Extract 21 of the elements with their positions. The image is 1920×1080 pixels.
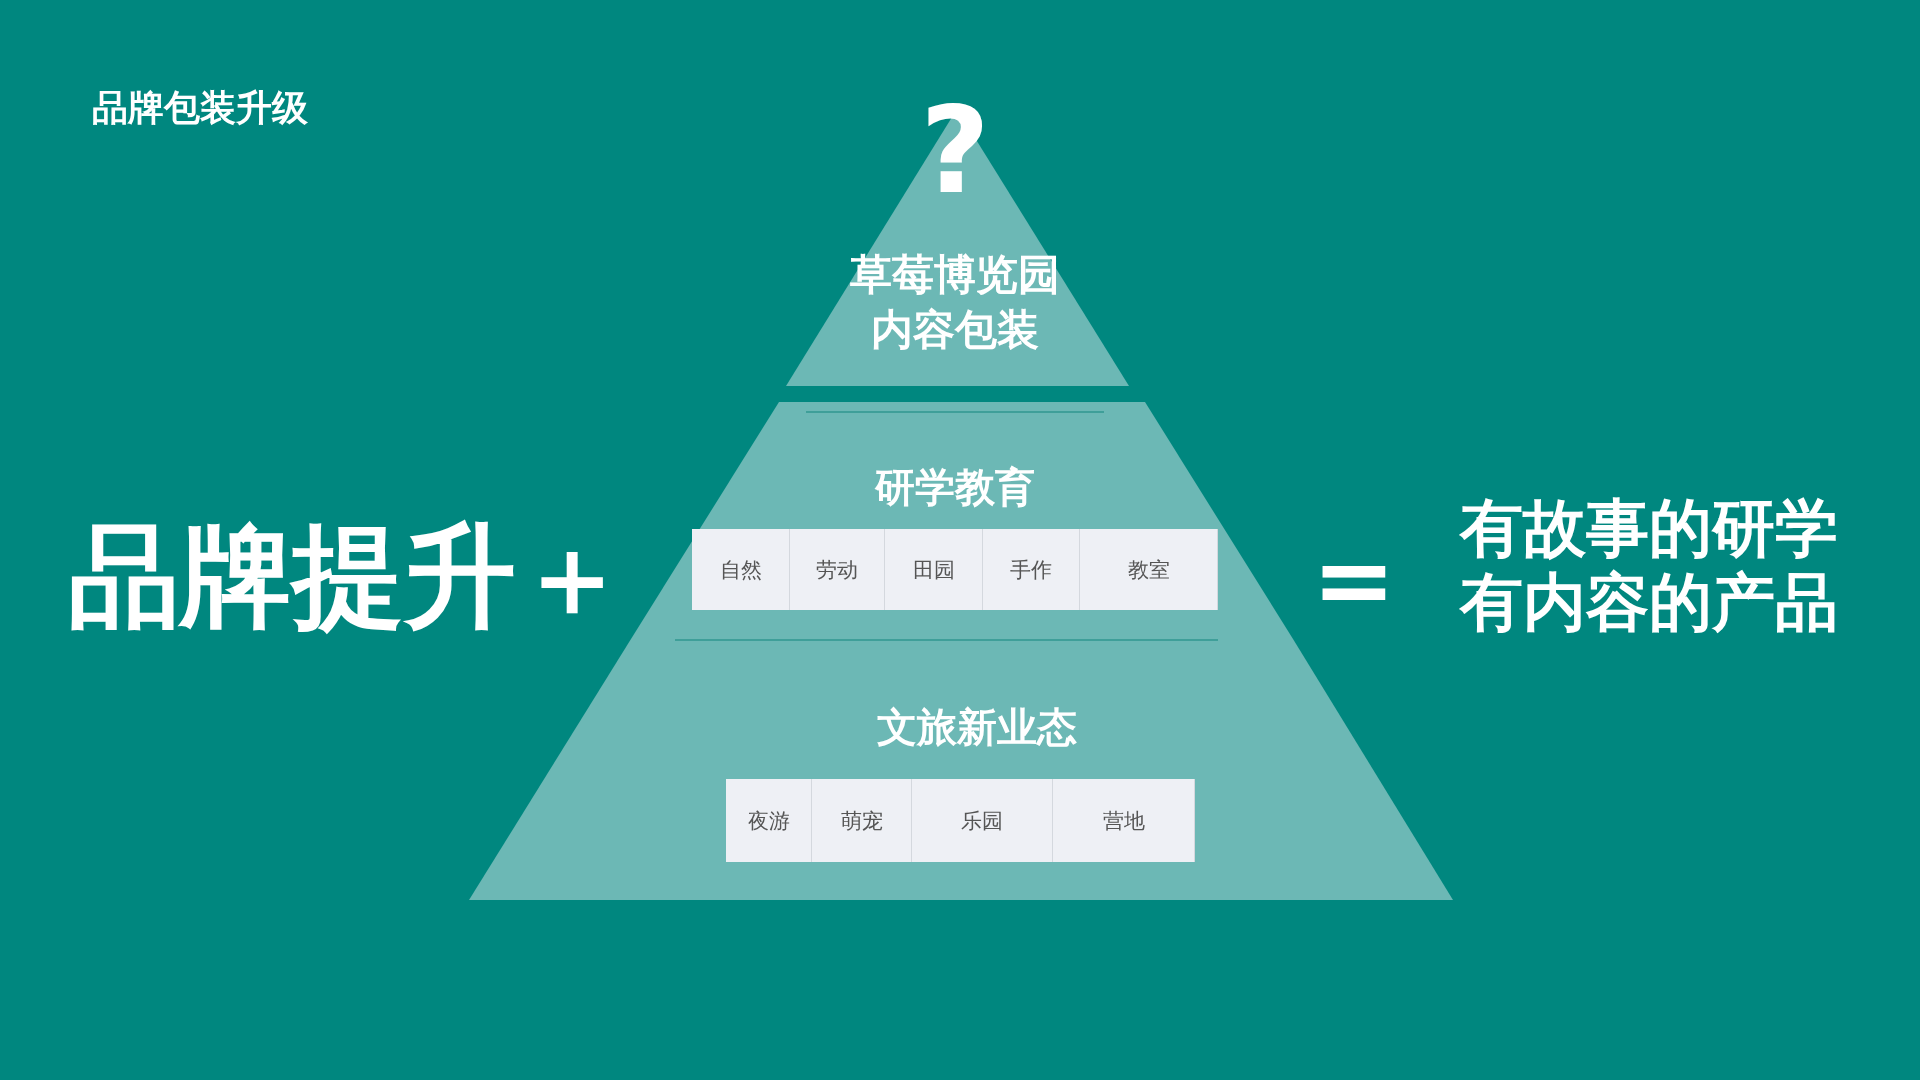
category-cell: 自然 [692,529,790,610]
category-cell: 夜游 [726,779,812,862]
result-text: 有故事的研学 [1460,494,1838,564]
slogan-text: 品牌提升＋ [68,515,628,639]
result-text: 有内容的产品 [1460,568,1838,638]
category-cell: 营地 [1053,779,1195,862]
category-cell: 教室 [1080,529,1218,610]
pyramid-tier [469,639,1453,900]
question-mark: ? [920,80,990,220]
page-title: 品牌包装升级 [92,86,308,130]
category-cell: 乐园 [912,779,1053,862]
category-cell: 手作 [983,529,1080,610]
category-cell: 萌宠 [812,779,912,862]
equals-sign: = [1312,525,1396,635]
tier-heading: 研学教育 [875,462,1035,512]
category-cell: 田园 [885,529,983,610]
category-cell: 劳动 [790,529,885,610]
tier-heading: 文旅新业态 [877,702,1077,752]
pyramid-tier [786,100,1129,386]
pyramid-tier [631,402,1293,639]
tier-heading: 草莓博览园内容包装 [849,249,1061,356]
